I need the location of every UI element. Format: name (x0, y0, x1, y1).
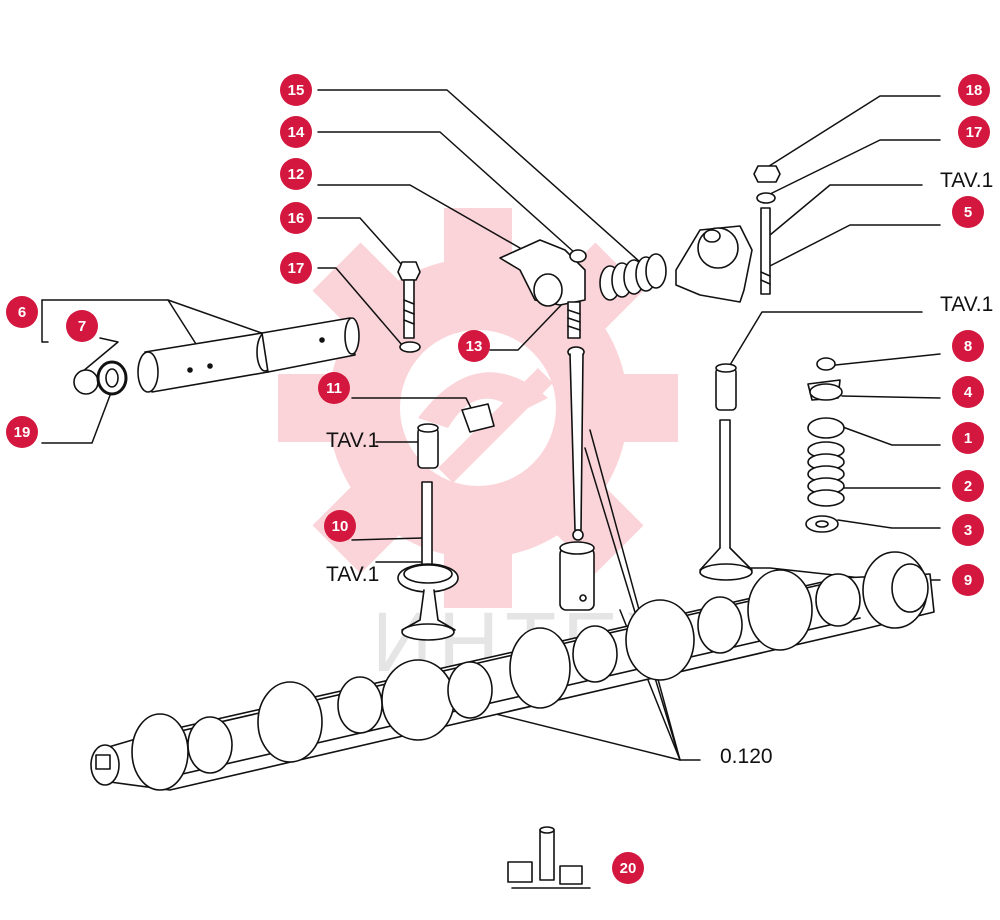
callout-7[interactable]: 7 (66, 310, 98, 342)
callout-3[interactable]: 3 (952, 514, 984, 546)
callout-20[interactable]: 20 (612, 852, 644, 884)
callout-18[interactable]: 18 (958, 74, 990, 106)
exhaust-valve-group (699, 357, 845, 581)
callout-15[interactable]: 15 (280, 74, 312, 106)
label-tav1: TAV.1 (940, 169, 994, 192)
label-tav1: TAV.1 (940, 293, 994, 316)
rocker-spring (599, 253, 667, 301)
rocker-shaft (73, 317, 360, 396)
callout-9[interactable]: 9 (952, 564, 984, 596)
callout-11[interactable]: 11 (318, 372, 350, 404)
camshaft (90, 551, 935, 791)
callout-12[interactable]: 12 (280, 158, 312, 190)
callout-16[interactable]: 16 (280, 202, 312, 234)
callout-1[interactable]: 1 (952, 422, 984, 454)
callout-17[interactable]: 17 (958, 116, 990, 148)
label-tav1: TAV.1 (326, 563, 380, 586)
push-rod (559, 346, 595, 611)
rocker-support (675, 225, 753, 303)
callout-14[interactable]: 14 (280, 116, 312, 148)
rocker-bolt (397, 261, 421, 353)
callout-5[interactable]: 5 (952, 196, 984, 228)
rocker-arm (499, 239, 587, 339)
callout-6[interactable]: 6 (6, 296, 38, 328)
callout-19[interactable]: 19 (6, 416, 38, 448)
label-part-number: 0.120 (720, 745, 773, 768)
callout-10[interactable]: 10 (324, 510, 356, 542)
support-stud (753, 165, 781, 295)
callout-4[interactable]: 4 (952, 376, 984, 408)
tool-part (507, 826, 591, 889)
callout-8[interactable]: 8 (952, 330, 984, 362)
callout-13[interactable]: 13 (458, 330, 490, 362)
leader-lines (41, 89, 941, 761)
intake-valve-group (397, 403, 495, 641)
callout-2[interactable]: 2 (952, 470, 984, 502)
label-tav1: TAV.1 (326, 429, 380, 452)
callout-17[interactable]: 17 (280, 252, 312, 284)
